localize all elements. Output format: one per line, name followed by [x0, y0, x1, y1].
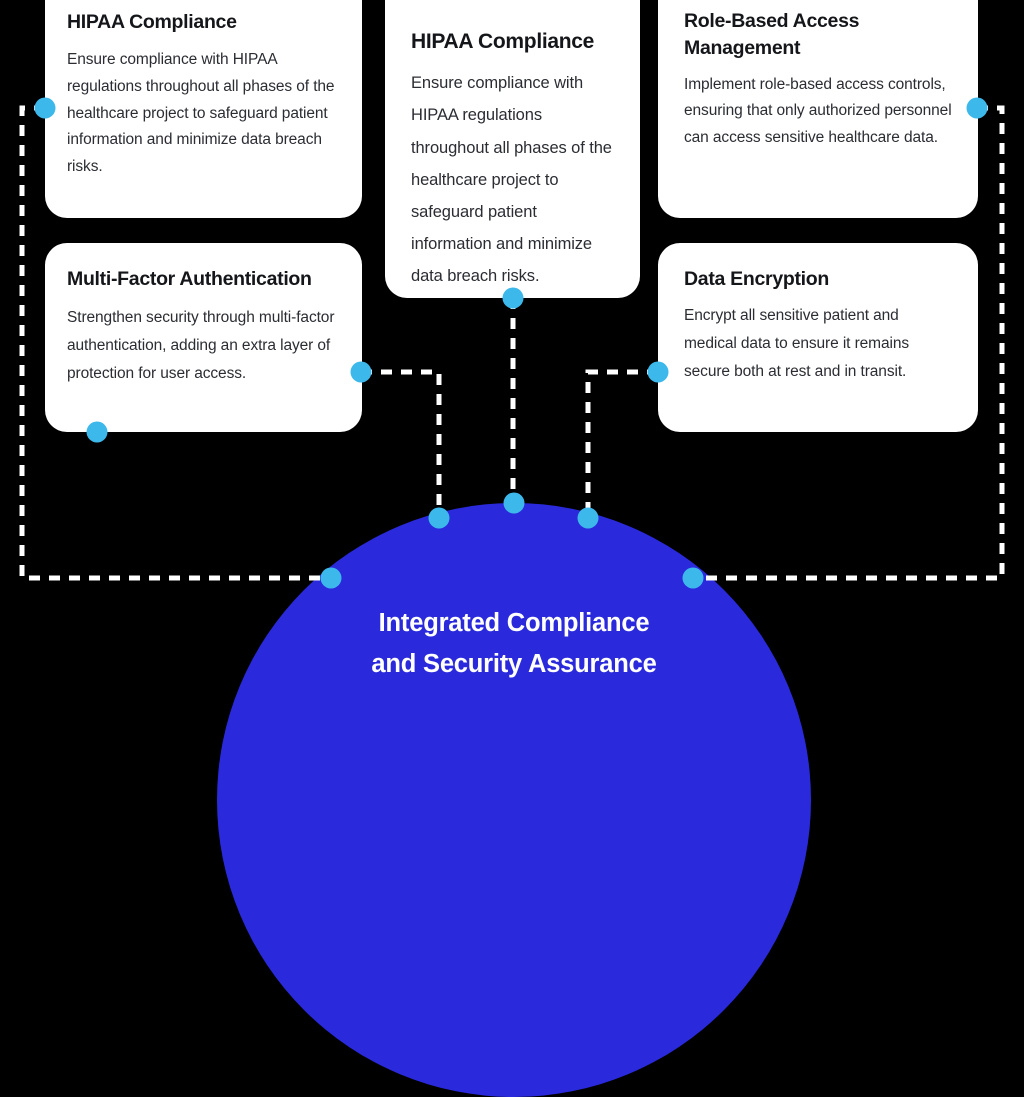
hub-circle[interactable]: Integrated Compliance and Security Assura…: [217, 503, 811, 1097]
card-body: Strengthen security through multi-factor…: [67, 309, 335, 382]
dot-hub-right[interactable]: [682, 567, 704, 589]
dot-rbac-anchor[interactable]: [966, 97, 988, 119]
card-data-encryption[interactable]: Data Encryption Encrypt all sensitive pa…: [658, 243, 978, 432]
wire-encryption: [585, 369, 658, 518]
hub-label-line1: Integrated Compliance: [378, 609, 650, 637]
dot-mfa-bottom-anchor[interactable]: [86, 421, 108, 443]
card-title: HIPAA Compliance: [411, 30, 595, 53]
card-hipaa-compliance-left[interactable]: HIPAA Compliance Ensure compliance with …: [45, 0, 362, 218]
dot-hub-upper-left[interactable]: [428, 507, 450, 529]
card-multi-factor-authentication[interactable]: Multi-Factor Authentication Strengthen s…: [45, 243, 362, 432]
card-role-based-access-management[interactable]: Role-Based Access Management Implement r…: [658, 0, 978, 218]
card-title: Role-Based Access Management: [684, 10, 860, 59]
dot-mfa-right-anchor[interactable]: [350, 361, 372, 383]
dot-hub-upper-right[interactable]: [577, 507, 599, 529]
card-title: Data Encryption: [684, 268, 830, 290]
dot-encryption-left-anchor[interactable]: [647, 361, 669, 383]
card-body: Ensure compliance with HIPAA regulations…: [67, 51, 335, 175]
hub-label: Integrated Compliance and Security Assura…: [217, 603, 811, 686]
card-title: HIPAA Compliance: [67, 11, 237, 33]
dot-hub-left[interactable]: [320, 567, 342, 589]
card-title: Multi-Factor Authentication: [67, 268, 312, 290]
hub-label-line2: and Security Assurance: [371, 650, 657, 679]
dot-hipaa-center-anchor[interactable]: [502, 287, 524, 309]
dot-hipaa-left-anchor[interactable]: [34, 97, 56, 119]
card-body: Ensure compliance with HIPAA regulations…: [411, 74, 612, 286]
dot-hub-top[interactable]: [503, 492, 525, 514]
card-hipaa-compliance-center[interactable]: HIPAA Compliance Ensure compliance with …: [385, 0, 640, 298]
diagram-canvas: Integrated Compliance and Security Assura…: [19, 0, 1005, 1097]
card-body: Encrypt all sensitive patient and medica…: [684, 307, 910, 380]
wire-mfa: [361, 369, 442, 518]
card-body: Implement role-based access controls, en…: [684, 75, 952, 147]
